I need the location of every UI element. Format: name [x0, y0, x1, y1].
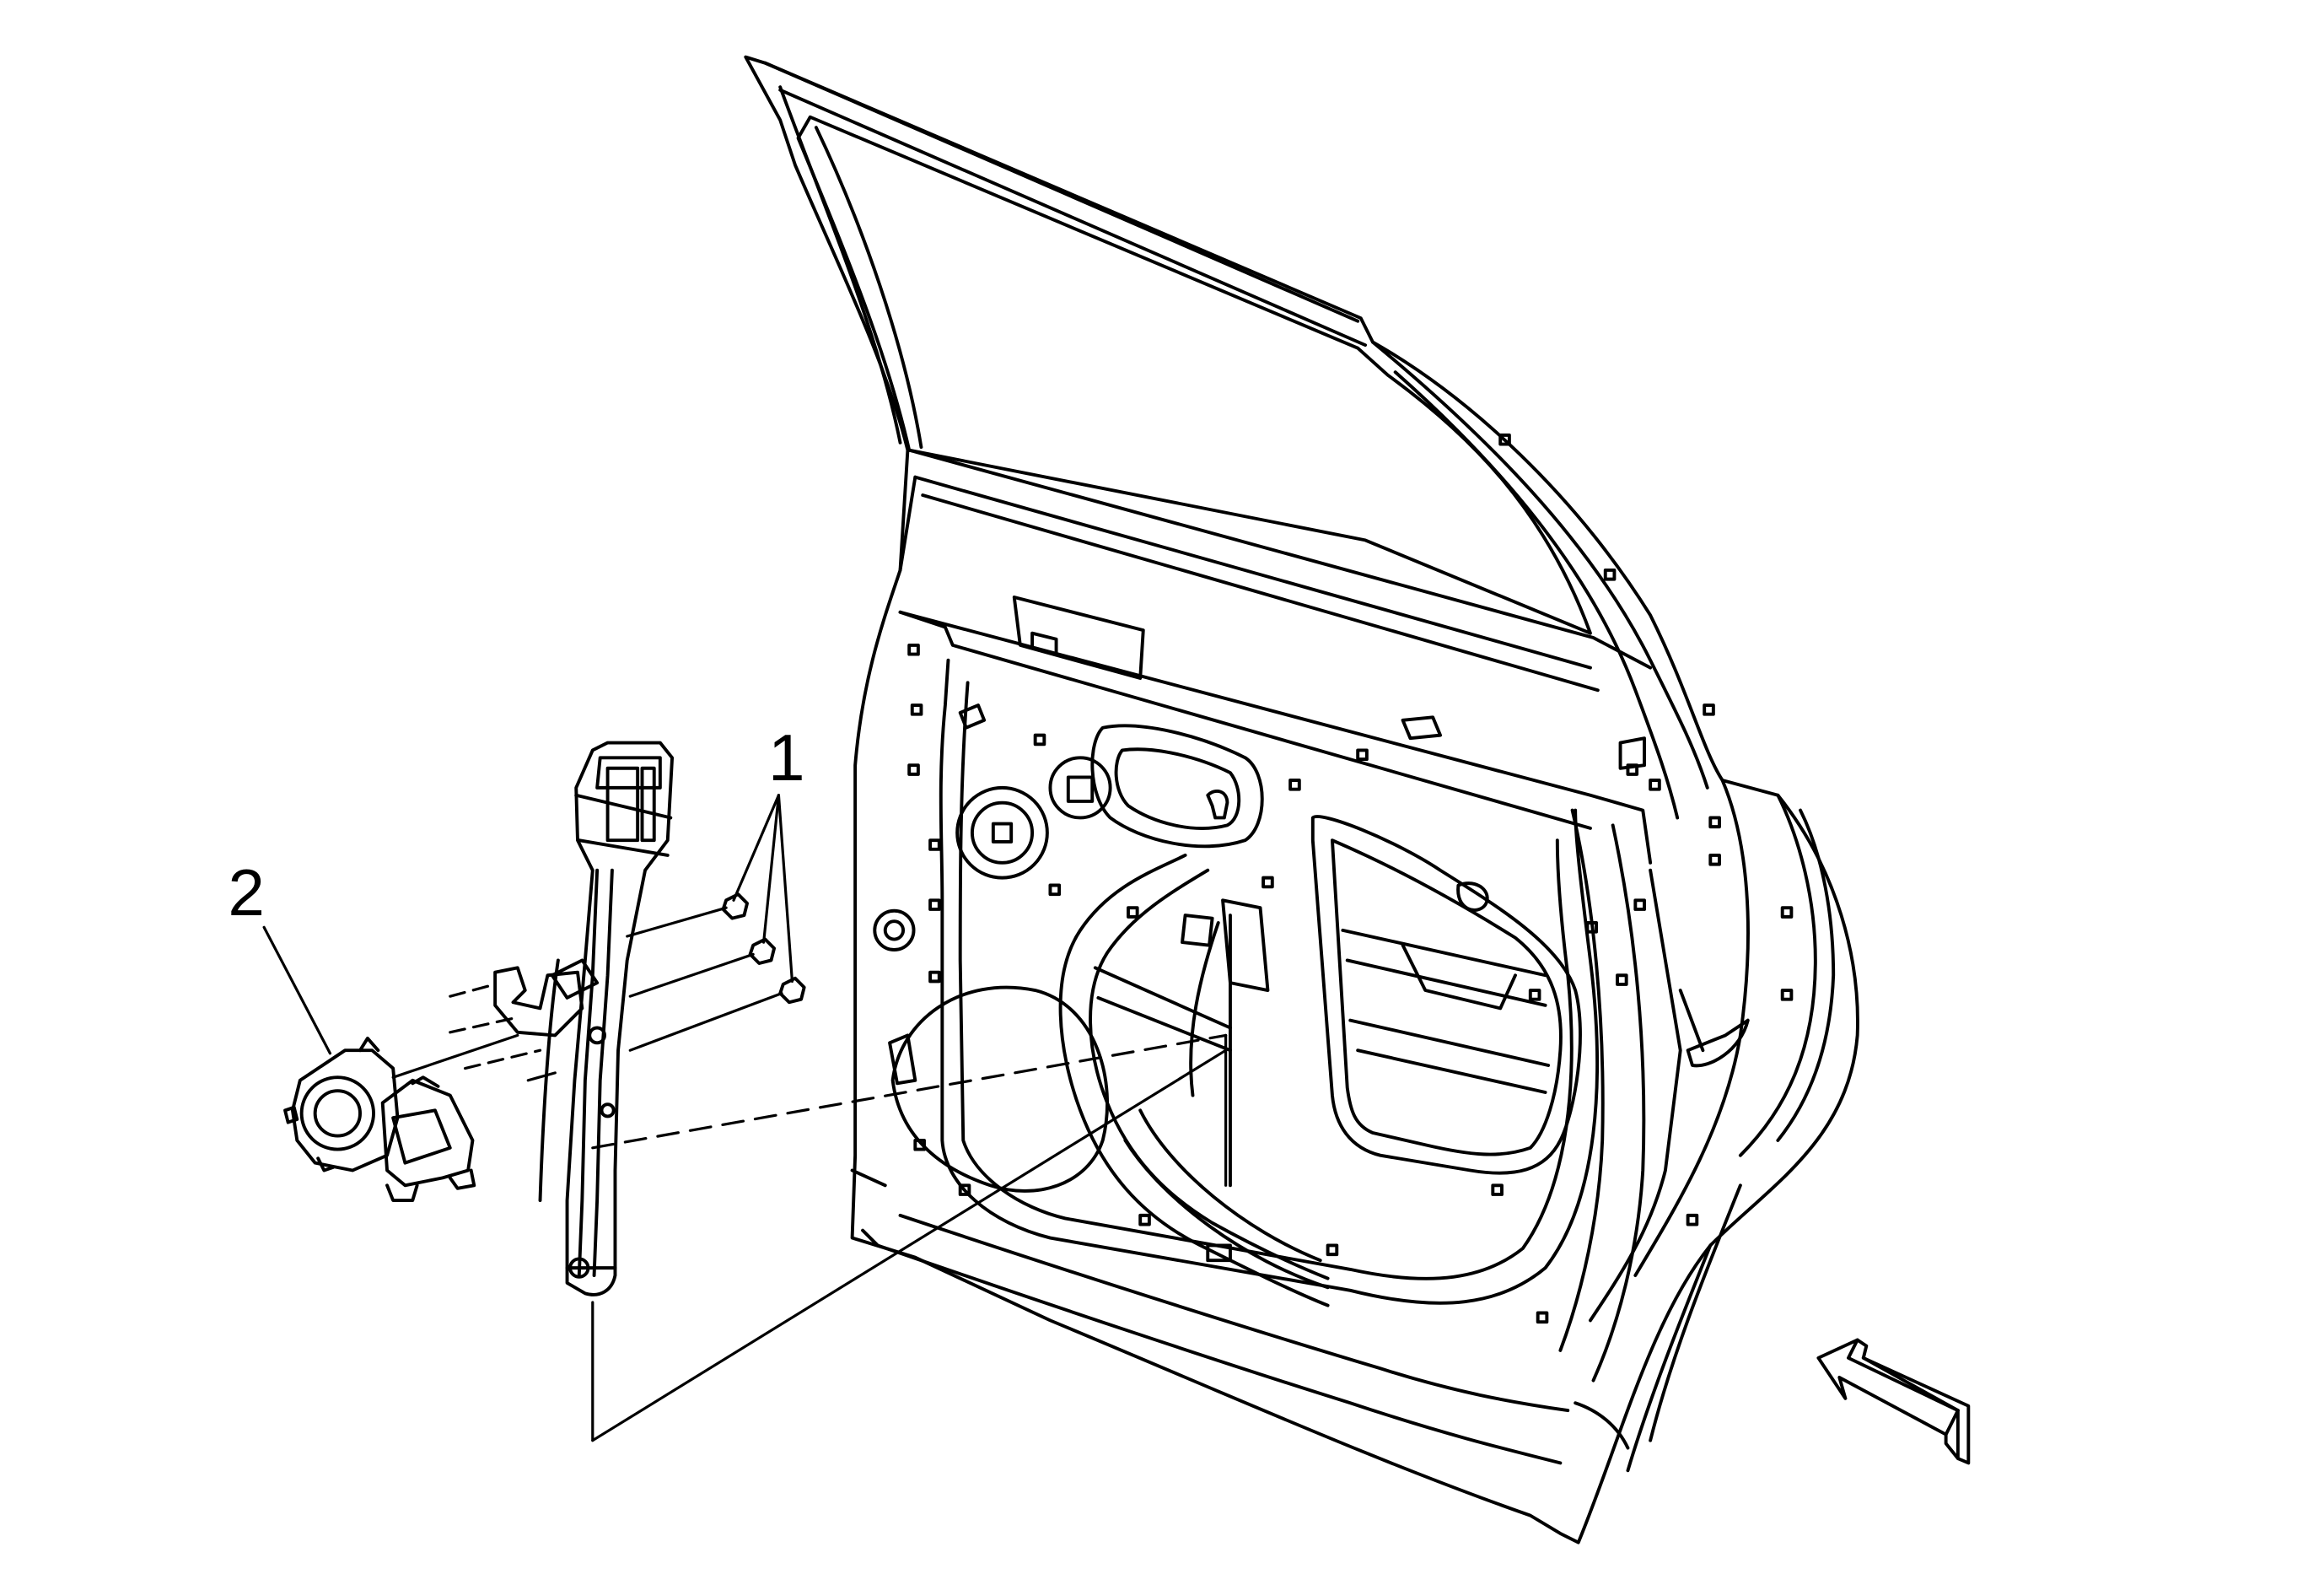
alignment-lines: [391, 906, 1228, 1187]
view-direction-arrow-icon: [1816, 1338, 1971, 1465]
callout-label-2: 2: [228, 855, 265, 930]
window-regulator-motor: [283, 1036, 476, 1203]
door-fastener-holes: [873, 433, 1794, 1324]
callout-label-1: 1: [768, 720, 805, 795]
window-regulator: [493, 741, 675, 1296]
regulator-fasteners: [721, 892, 806, 1005]
callout-leaders: [262, 794, 1228, 1442]
rear-door-inner-panel: [744, 55, 1859, 1544]
